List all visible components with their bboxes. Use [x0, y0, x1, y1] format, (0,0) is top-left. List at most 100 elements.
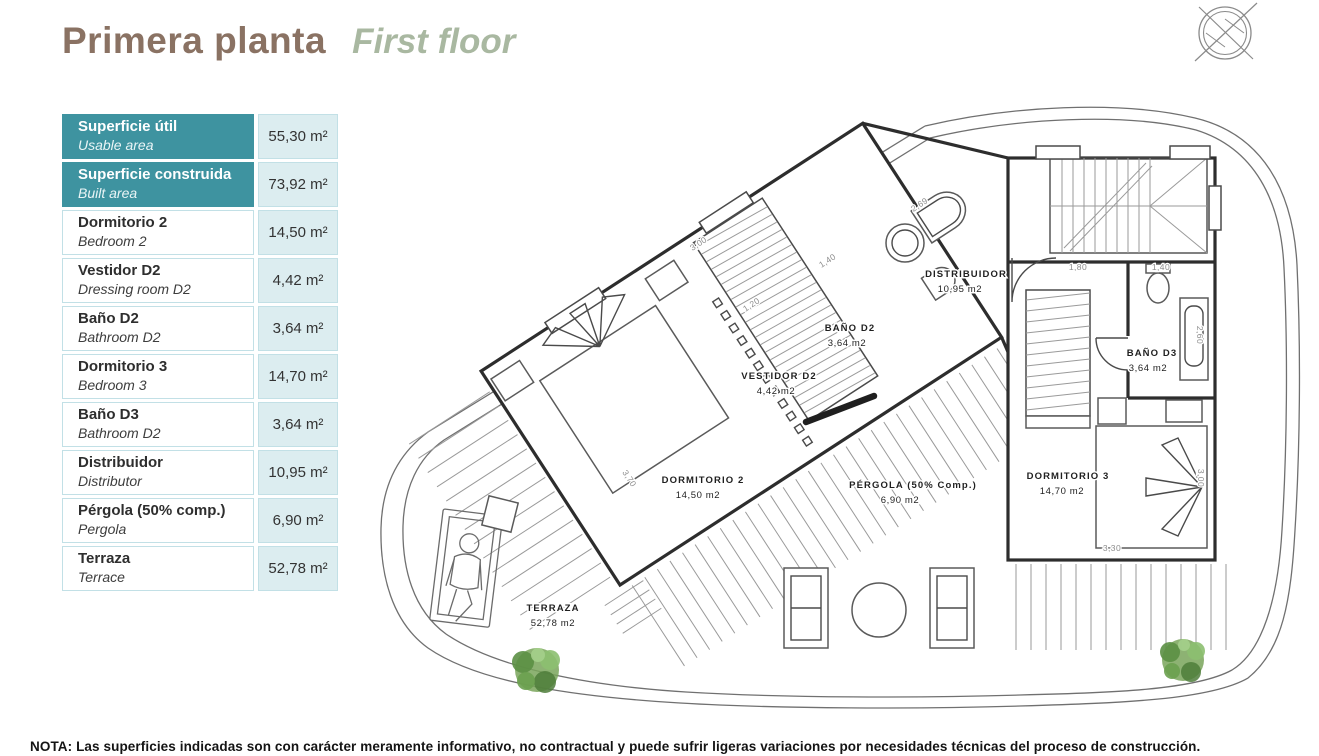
label-es: Dormitorio 2: [78, 214, 168, 232]
label-es: Baño D3: [78, 406, 139, 424]
bed-fan: [1145, 437, 1203, 537]
open-partition-dots: [711, 297, 814, 448]
row-label-cell: Dormitorio 3 Bedroom 3: [62, 354, 254, 399]
terrace-outer-boundary: [380, 106, 1301, 709]
room-area: 14,50 m2: [676, 490, 720, 501]
room-area: 3,64 m2: [1129, 363, 1168, 374]
row-label-cell: Baño D3 Bathroom D2: [62, 402, 254, 447]
room-area: 52,78 m2: [531, 618, 575, 629]
row-label-cell: Superficie útil Usable area: [62, 114, 254, 159]
bed-dormitorio3: [1095, 425, 1208, 549]
label-en: Dressing room D2: [78, 281, 191, 298]
deck-planks-south: [1015, 564, 1227, 650]
table-row: Dormitorio 3 Bedroom 3 14,70 m²: [62, 354, 340, 399]
table-row: Dormitorio 2 Bedroom 2 14,50 m²: [62, 210, 340, 255]
label-es: Pérgola (50% comp.): [78, 502, 226, 520]
row-label-cell: Superficie construida Built area: [62, 162, 254, 207]
terrace-inner-boundary: [402, 118, 1288, 698]
distribuidor-north-wall: [862, 121, 1009, 160]
row-value-cell: 14,70 m²: [258, 354, 338, 399]
label-en: Built area: [78, 185, 138, 202]
table-row: Pérgola (50% comp.) Pergola 6,90 m²: [62, 498, 340, 543]
nightstand: [1165, 399, 1203, 423]
coffee-table: [851, 582, 907, 638]
row-value-cell: 52,78 m²: [258, 546, 338, 591]
tree: [1160, 639, 1205, 682]
floor-plan: DISTRIBUIDOR 10,95 m2 BAÑO D2 3,64 m2 VE…: [380, 106, 1301, 709]
vanity-basin: [1184, 305, 1204, 367]
wardrobe-hatch: [696, 206, 875, 413]
shower: [910, 191, 967, 244]
table-row: Vestidor D2 Dressing room D2 4,42 m²: [62, 258, 340, 303]
entry-steps: [604, 580, 662, 634]
label-es: Dormitorio 3: [78, 358, 168, 376]
label-es: Distribuidor: [78, 454, 163, 472]
person-head: [459, 533, 480, 554]
label-en: Terrace: [78, 569, 125, 586]
row-label-cell: Baño D2 Bathroom D2: [62, 306, 254, 351]
row-value-cell: 3,64 m²: [258, 306, 338, 351]
room-area: 14,70 m2: [1040, 486, 1084, 497]
door-arc-distribuidor: [1011, 257, 1057, 303]
bathroom3-walls: [1126, 262, 1215, 400]
room-area: 10,95 m2: [938, 284, 982, 295]
row-value-cell: 10,95 m²: [258, 450, 338, 495]
room-label: BAÑO D2: [825, 323, 875, 334]
row-value-cell: 6,90 m²: [258, 498, 338, 543]
closet-bench: [1025, 415, 1091, 429]
sun-lounger: [429, 508, 504, 628]
nightstand: [644, 259, 690, 302]
window: [1169, 145, 1211, 160]
person-limbs: [445, 558, 483, 622]
roof-hip-lines: [1050, 157, 1208, 254]
pouf: [480, 494, 520, 534]
row-label-cell: Dormitorio 2 Bedroom 2: [62, 210, 254, 255]
label-en: Bedroom 3: [78, 377, 147, 394]
room-area: 6,90 m2: [881, 495, 920, 506]
title-spanish: Primera planta: [62, 20, 327, 61]
label-es: Superficie útil: [78, 118, 178, 136]
room-label: PÉRGOLA (50% Comp.): [849, 480, 977, 491]
dimension: 2,60: [1195, 326, 1205, 344]
tree: [512, 648, 560, 693]
table-row: Baño D2 Bathroom D2 3,64 m²: [62, 306, 340, 351]
label-en: Bathroom D2: [78, 329, 161, 346]
table-row: Baño D3 Bathroom D2 3,64 m²: [62, 402, 340, 447]
door-arc-bathroom3: [1095, 337, 1129, 371]
title-english: First floor: [352, 22, 516, 61]
window: [698, 190, 755, 235]
toilet-d2: [920, 266, 956, 302]
person-body: [449, 553, 482, 590]
north-compass-icon: [1194, 2, 1258, 62]
closet-dormitorio3: [1025, 289, 1091, 417]
room-area: 4,42 m2: [757, 386, 796, 397]
room-label: DISTRIBUIDOR: [925, 269, 1007, 280]
row-label-cell: Vestidor D2 Dressing room D2: [62, 258, 254, 303]
row-value-cell: 14,50 m²: [258, 210, 338, 255]
side-table: [1097, 397, 1127, 425]
shower-inner: [916, 196, 962, 238]
room-label: DORMITORIO 2: [662, 475, 745, 486]
row-value-cell: 73,92 m²: [258, 162, 338, 207]
bedroom2-wing-walls: [478, 121, 1004, 588]
row-label-cell: Pérgola (50% comp.) Pergola: [62, 498, 254, 543]
row-label-cell: Distribuidor Distributor: [62, 450, 254, 495]
row-value-cell: 55,30 m²: [258, 114, 338, 159]
room-label: BAÑO D3: [1127, 348, 1177, 359]
room-area: 3,64 m2: [828, 338, 867, 349]
label-en: Bathroom D2: [78, 425, 161, 442]
table-row: Terraza Terrace 52,78 m²: [62, 546, 340, 591]
window: [1035, 145, 1081, 160]
window: [1208, 185, 1222, 231]
row-value-cell: 4,42 m²: [258, 258, 338, 303]
row-value-cell: 3,64 m²: [258, 402, 338, 447]
sink-inner: [891, 229, 919, 257]
dimension: 1,80: [1069, 262, 1087, 272]
wall-poche: [802, 392, 878, 426]
area-table: Superficie útil Usable area 55,30 m² Sup…: [62, 114, 340, 594]
label-en: Bedroom 2: [78, 233, 147, 250]
page-title: Primera planta First floor: [62, 20, 515, 62]
label-es: Terraza: [78, 550, 131, 568]
table-row: Superficie útil Usable area 55,30 m²: [62, 114, 340, 159]
